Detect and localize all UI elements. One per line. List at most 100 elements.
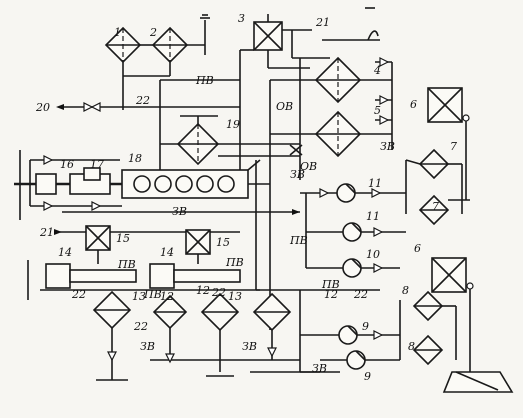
heat-exchanger-2 <box>151 26 189 64</box>
pipe <box>247 159 261 171</box>
label-6-lower: 6 <box>414 242 421 255</box>
heat-exchanger-19 <box>176 122 220 166</box>
label-pv-4: ПВ <box>289 234 308 247</box>
heat-exchanger-13-left <box>92 290 132 330</box>
valve-icon <box>373 330 384 340</box>
label-zv-3: ЗВ <box>140 340 155 353</box>
label-7-upper: 7 <box>450 140 457 153</box>
arrow-right-icon <box>292 209 300 215</box>
valve-icon <box>371 188 382 198</box>
pump-11-upper <box>336 183 356 203</box>
valve-icon <box>43 155 54 165</box>
label-ov-2: ОВ <box>300 160 317 173</box>
valve-icon <box>373 227 384 237</box>
heat-exchanger-7-upper <box>418 148 450 180</box>
cooler-6-upper <box>427 87 463 123</box>
label-1: 1 <box>114 26 121 39</box>
heat-exchanger-12-right <box>252 292 292 332</box>
label-zv-1: ЗВ <box>172 205 187 218</box>
valve-icon <box>90 102 101 112</box>
label-2: 2 <box>149 26 157 39</box>
label-12-right: 12 <box>324 288 338 301</box>
arrow-left-icon <box>56 104 64 110</box>
label-pv-3: ПВ <box>117 258 136 271</box>
label-22-right: 22 <box>353 288 368 301</box>
label-6-upper: 6 <box>410 98 417 111</box>
cooler-15-left <box>85 225 111 251</box>
label-22-left: 22 <box>71 288 86 301</box>
valve-icon <box>373 263 384 273</box>
label-13-left: 13 <box>132 290 146 303</box>
label-8-upper: 8 <box>402 284 409 297</box>
label-9-lower: 9 <box>364 370 371 383</box>
heat-exchanger-4 <box>314 56 362 104</box>
label-22-mid: 22 <box>133 320 148 333</box>
label-ov-1: ОВ <box>276 100 293 113</box>
label-14-right: 14 <box>160 246 174 259</box>
label-7-lower: 7 <box>432 200 439 213</box>
sensor-icon <box>462 114 470 122</box>
heat-exchanger-8-upper <box>412 290 444 322</box>
pump-10 <box>342 258 362 278</box>
label-11-lower: 11 <box>366 210 380 223</box>
valve-icon <box>83 102 94 112</box>
label-21-bottom: 21 <box>39 226 54 239</box>
cooler-6-lower <box>431 257 467 293</box>
valve-icon <box>379 115 390 125</box>
label-zv-2: ЗВ <box>380 140 395 153</box>
pipe <box>405 159 421 165</box>
label-4: 4 <box>373 64 381 77</box>
arrow-right-icon <box>54 229 62 235</box>
label-21-top: 21 <box>315 16 330 29</box>
label-15-left: 15 <box>116 232 130 245</box>
label-3: 3 <box>238 12 245 25</box>
label-zv-4: ЗВ <box>242 340 257 353</box>
label-19: 19 <box>226 118 240 131</box>
label-pv-5: ПВ <box>321 278 340 291</box>
label-18: 18 <box>128 152 142 165</box>
heat-exchanger-7-lower <box>418 194 450 226</box>
heat-exchanger-1 <box>104 26 142 64</box>
valve-icon <box>91 201 102 211</box>
label-12-mid: 12 <box>196 284 210 297</box>
tank-hatch <box>455 371 499 391</box>
label-13-right: 13 <box>228 290 242 303</box>
generator-14-right <box>149 263 175 289</box>
valve-icon <box>319 188 330 198</box>
heat-exchanger-5 <box>314 110 362 158</box>
label-16: 16 <box>60 158 74 171</box>
label-11-upper: 11 <box>368 177 382 190</box>
label-22-lower: 22 <box>211 286 226 299</box>
generator-14-left <box>45 263 71 289</box>
label-8-lower: 8 <box>408 340 415 353</box>
cross-junction <box>289 144 303 156</box>
label-15-right: 15 <box>216 236 230 249</box>
coupling-17-cap <box>83 167 101 181</box>
gearbox-16 <box>35 173 57 195</box>
label-20: 20 <box>35 101 50 114</box>
label-22-top: 22 <box>135 94 150 107</box>
heat-exchanger-8-lower <box>412 334 444 366</box>
label-zv-5: ЗВ <box>312 362 327 375</box>
cooler-15-right <box>185 229 211 255</box>
label-12-left: 12 <box>160 290 174 303</box>
engine-18 <box>121 169 249 199</box>
valve-icon <box>267 347 277 358</box>
pump-9-upper <box>338 325 358 345</box>
cooler-3 <box>253 21 283 51</box>
label-14-left: 14 <box>58 246 72 259</box>
label-zv-6: ЗВ <box>290 168 305 181</box>
label-17: 17 <box>90 158 104 171</box>
label-9-upper: 9 <box>362 320 369 333</box>
pump-11-lower <box>342 222 362 242</box>
pump-9-lower <box>346 350 366 370</box>
valve-icon <box>165 353 175 364</box>
label-pv-2: ПВ <box>225 256 244 269</box>
label-10: 10 <box>366 248 380 261</box>
hose-symbol <box>367 30 379 41</box>
label-pv-6: ПВ <box>143 288 162 301</box>
sensor-icon <box>466 282 474 290</box>
generator-14-left-body <box>69 269 137 283</box>
